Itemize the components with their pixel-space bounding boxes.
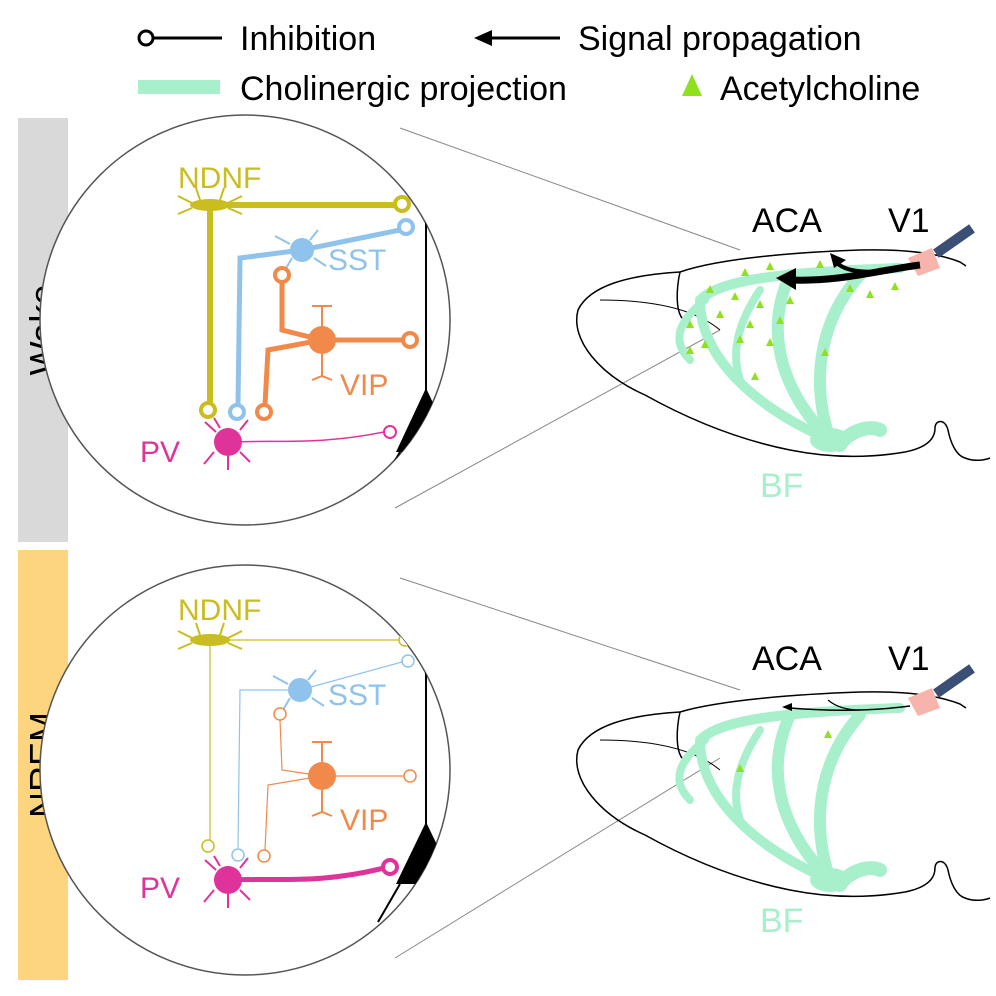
nrem-bf-label: BF — [760, 902, 803, 940]
cholinergic-swatch — [138, 80, 220, 94]
acetylcholine-triangle-icon — [682, 74, 702, 96]
wake-sst-label: SST — [328, 244, 386, 277]
nrem-electrode-icon — [933, 664, 975, 698]
legend-inhibition: Inhibition — [137, 20, 376, 58]
nrem-cholinergic-projections — [675, 703, 905, 892]
wake-brain: ACA V1 BF — [576, 202, 991, 505]
wake-signal-arrow — [789, 261, 921, 284]
inhibition-symbol-icon — [137, 29, 155, 47]
wake-ndnf-neuron — [177, 187, 411, 419]
nrem-v1-recording-site — [908, 688, 940, 716]
nrem-acetylcholine-markers — [736, 730, 832, 772]
nrem-cortex-outline — [679, 691, 967, 713]
legend-signal-propagation-label: Signal propagation — [578, 20, 862, 58]
wake-zoom-circle — [39, 114, 451, 526]
wake-sst-neuron — [228, 218, 415, 421]
wake-aca-label: ACA — [752, 202, 822, 240]
wake-cholinergic-projections — [675, 263, 905, 452]
wake-v1-label: V1 — [888, 202, 930, 240]
nrem-panel: ACA V1 BF — [39, 564, 991, 976]
arrow-left-icon — [474, 30, 492, 46]
legend: Inhibition Signal propagation Cholinergi… — [137, 20, 920, 108]
nrem-sst-label: SST — [328, 679, 386, 712]
nrem-sst-neuron — [231, 654, 415, 862]
legend-signal-propagation: Signal propagation — [474, 20, 862, 58]
nrem-pv-label: PV — [140, 872, 180, 905]
legend-cholinergic-label: Cholinergic projection — [240, 70, 567, 108]
wake-acetylcholine-markers — [686, 260, 899, 380]
wake-panel: ACA V1 BF — [39, 114, 991, 526]
wake-brain-outline — [576, 271, 991, 462]
wake-pv-neuron — [203, 417, 397, 470]
nrem-brain: ACA V1 BF — [576, 640, 991, 940]
wake-pyr-label: PYR — [442, 386, 508, 422]
legend-acetylcholine: Acetylcholine — [682, 70, 920, 108]
wake-electrode-icon — [933, 224, 975, 258]
nrem-v1-label: V1 — [888, 640, 930, 678]
wake-ndnf-label: NDNF — [178, 162, 261, 195]
wake-pv-label: PV — [140, 436, 180, 469]
nrem-ndnf-label: NDNF — [178, 594, 261, 627]
wake-vip-neuron — [255, 266, 419, 421]
nrem-vip-neuron — [257, 707, 417, 863]
nrem-pv-neuron — [203, 855, 399, 908]
nrem-aca-label: ACA — [752, 640, 822, 678]
wake-bf-label: BF — [760, 467, 803, 505]
nrem-pyr-label: PYR — [442, 819, 508, 855]
legend-inhibition-label: Inhibition — [240, 20, 376, 58]
nrem-brain-outline — [576, 711, 991, 902]
nrem-zoom-circle — [39, 564, 451, 976]
legend-cholinergic-projection: Cholinergic projection — [138, 70, 567, 108]
legend-acetylcholine-label: Acetylcholine — [720, 70, 920, 108]
wake-vip-label: VIP — [340, 369, 388, 402]
nrem-vip-label: VIP — [340, 804, 388, 837]
